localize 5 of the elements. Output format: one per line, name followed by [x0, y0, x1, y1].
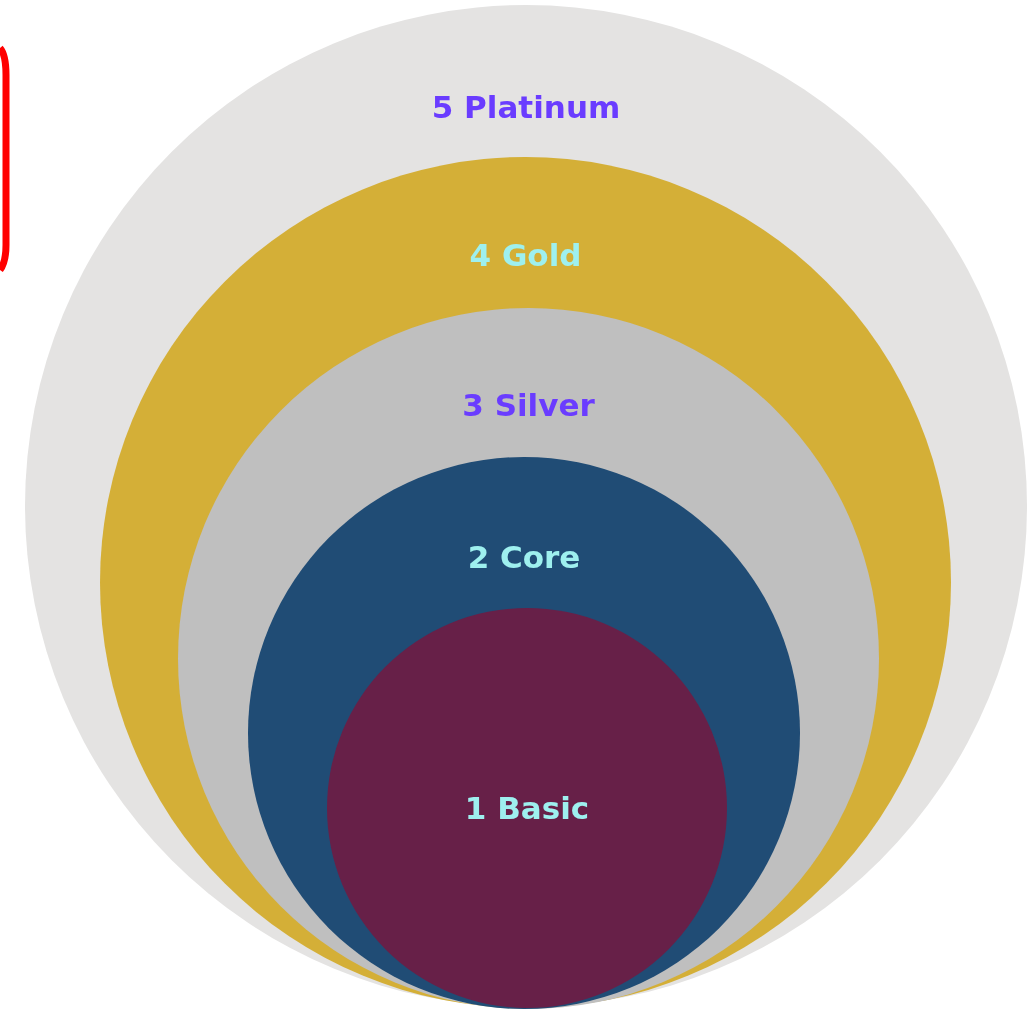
tier-label: 3 Silver [462, 386, 595, 425]
tier-label: 2 Core [467, 538, 581, 577]
tier-label: 5 Platinum [431, 88, 621, 127]
tier-label: 1 Basic [464, 789, 590, 828]
tier-label: 4 Gold [469, 236, 582, 275]
